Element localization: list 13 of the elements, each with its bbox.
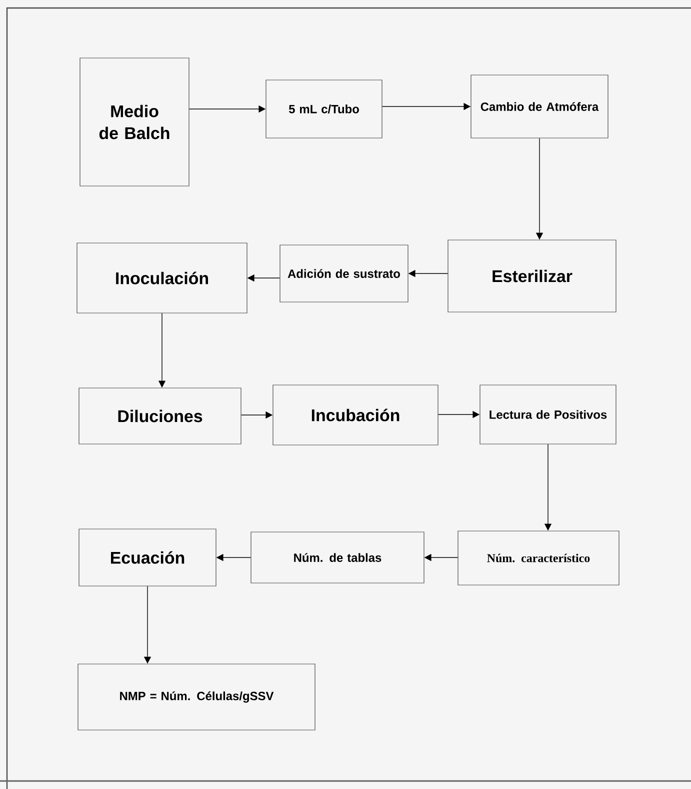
process-box: Lectura de Positivos <box>480 384 616 444</box>
process-box: NMP = Núm. Células/gSSV <box>78 664 316 730</box>
process-box: 5 mL c/Tubo <box>266 80 382 138</box>
process-box: Ecuación <box>78 528 216 586</box>
process-box: Inoculación <box>76 242 248 314</box>
process-box: Esterilizar <box>448 240 616 312</box>
process-box: Diluciones <box>78 388 242 444</box>
process-box: Adición de sustrato <box>280 244 408 302</box>
process-box: Medio de Balch <box>80 58 190 186</box>
process-box: Núm. característico <box>458 530 620 586</box>
process-box: Incubación <box>272 384 438 446</box>
process-box: Cambio de Atmófera <box>470 74 608 138</box>
process-box: Núm. de tablas <box>250 532 424 584</box>
